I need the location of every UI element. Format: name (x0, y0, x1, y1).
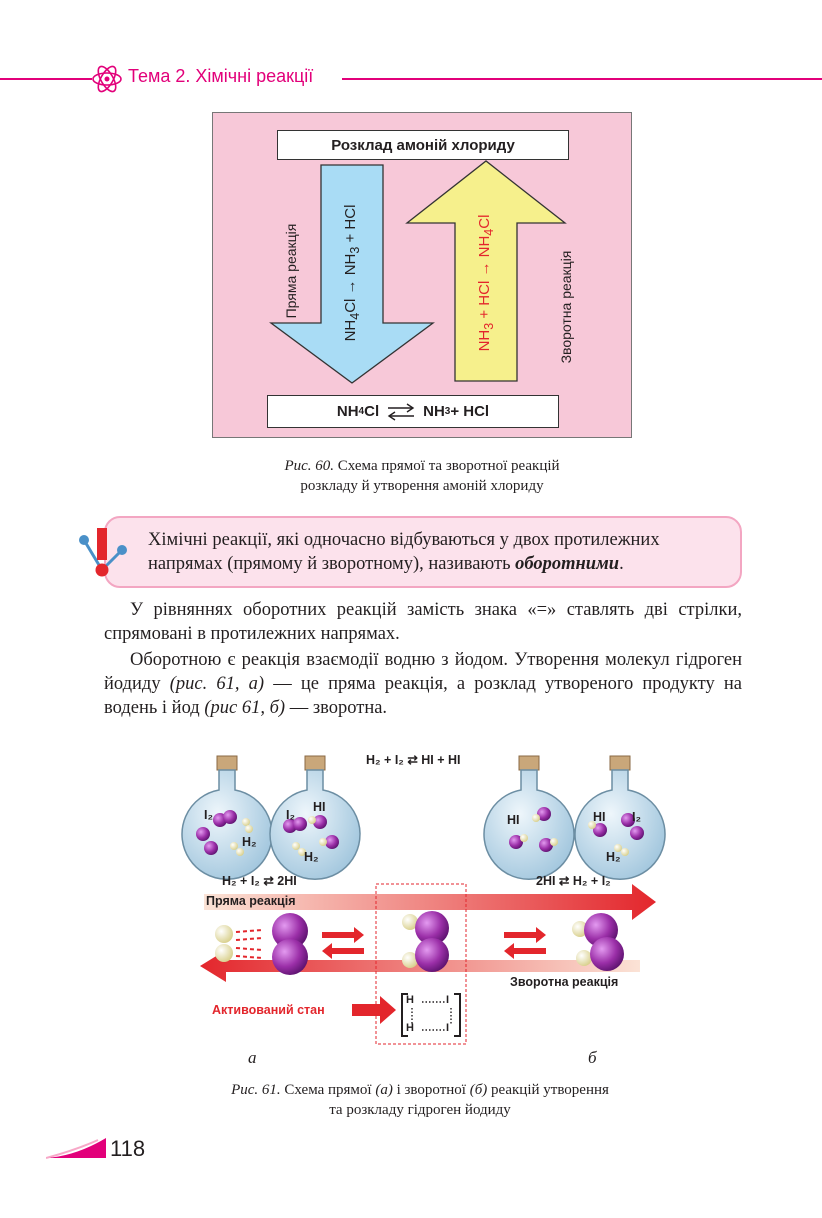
fig60-caption: Рис. 60. Схема прямої та зворотної реакц… (284, 458, 560, 494)
fig61-top-equation: H₂ + I₂ ⇄ HI + HI (366, 753, 461, 767)
flask1-label-i2: I₂ (204, 808, 214, 822)
flask2-label-h2: H₂ (304, 850, 319, 864)
definition-text: Хімічні реакції, які одночасно відбувают… (148, 530, 660, 574)
panel-label-a: а (248, 1048, 257, 1067)
flask-1 (181, 755, 273, 881)
activated-state-frame (375, 883, 467, 1045)
equilibrium-arrows-left (322, 927, 364, 959)
flask4-label-h2: H₂ (606, 850, 621, 864)
fig61-caption: Рис. 61. Схема прямої (а) і зворотної (б… (231, 1082, 609, 1118)
complex-i-top: I (446, 994, 450, 1006)
flask4-label-hi: HI (593, 810, 606, 824)
chapter-title: Тема 2. Хімічні реакції (128, 66, 314, 86)
fig60-title-box: Розклад амоній хлориду (277, 130, 569, 160)
panel-label-b: б (588, 1048, 597, 1067)
activated-complex (401, 993, 461, 1037)
definition-box (104, 516, 742, 588)
forward-arrow (204, 884, 656, 920)
header-rule-left (0, 78, 92, 80)
atom-icon (92, 65, 122, 93)
flask4-label-i2: I₂ (632, 810, 642, 824)
hi-molecules-middle (402, 911, 449, 972)
figure-60: Розклад амоній хлориду Пряма реакція NH4… (212, 112, 632, 438)
equilibrium-arrows-right (504, 927, 546, 959)
activated-state-label: Активований стан (212, 1003, 325, 1017)
fig60-arrows (269, 160, 567, 384)
page-corner-swoosh-icon (46, 1138, 106, 1159)
hi-molecules-right (572, 913, 624, 971)
flask2-label-hi: HI (313, 800, 326, 814)
equation-left: H₂ + I₂ ⇄ 2HI (222, 874, 297, 888)
complex-i-bottom: I (446, 1022, 450, 1034)
flask-4 (574, 755, 666, 881)
exclamation-molecule-icon (79, 528, 127, 577)
complex-h-bottom: H (406, 1022, 414, 1034)
h2-i2-molecules (215, 913, 308, 975)
flask1-label-h2: H₂ (242, 835, 257, 849)
flask3-label-hi: HI (507, 813, 520, 827)
reverse-reaction-label: Зворотна реакція (510, 975, 619, 989)
flask-3 (483, 755, 575, 881)
flask-molecules (196, 807, 644, 856)
paragraph-1: У рівняннях оборотних реакцій замість зн… (104, 600, 742, 644)
flask2-label-i2: I₂ (286, 808, 296, 822)
complex-h-top: H (406, 994, 414, 1006)
equilibrium-arrows-icon (387, 402, 415, 421)
paragraph-2: Оборотною є реакція взаємодії водню з йо… (104, 650, 743, 718)
down-arrow (269, 164, 435, 384)
header-rule-right (342, 78, 822, 80)
page-number: 118 (110, 1136, 146, 1161)
activated-state-arrow (352, 996, 396, 1024)
forward-reaction-label: Пряма реакція (206, 894, 296, 908)
equation-right: 2HI ⇄ H₂ + I₂ (536, 874, 611, 888)
up-arrow (405, 160, 567, 382)
